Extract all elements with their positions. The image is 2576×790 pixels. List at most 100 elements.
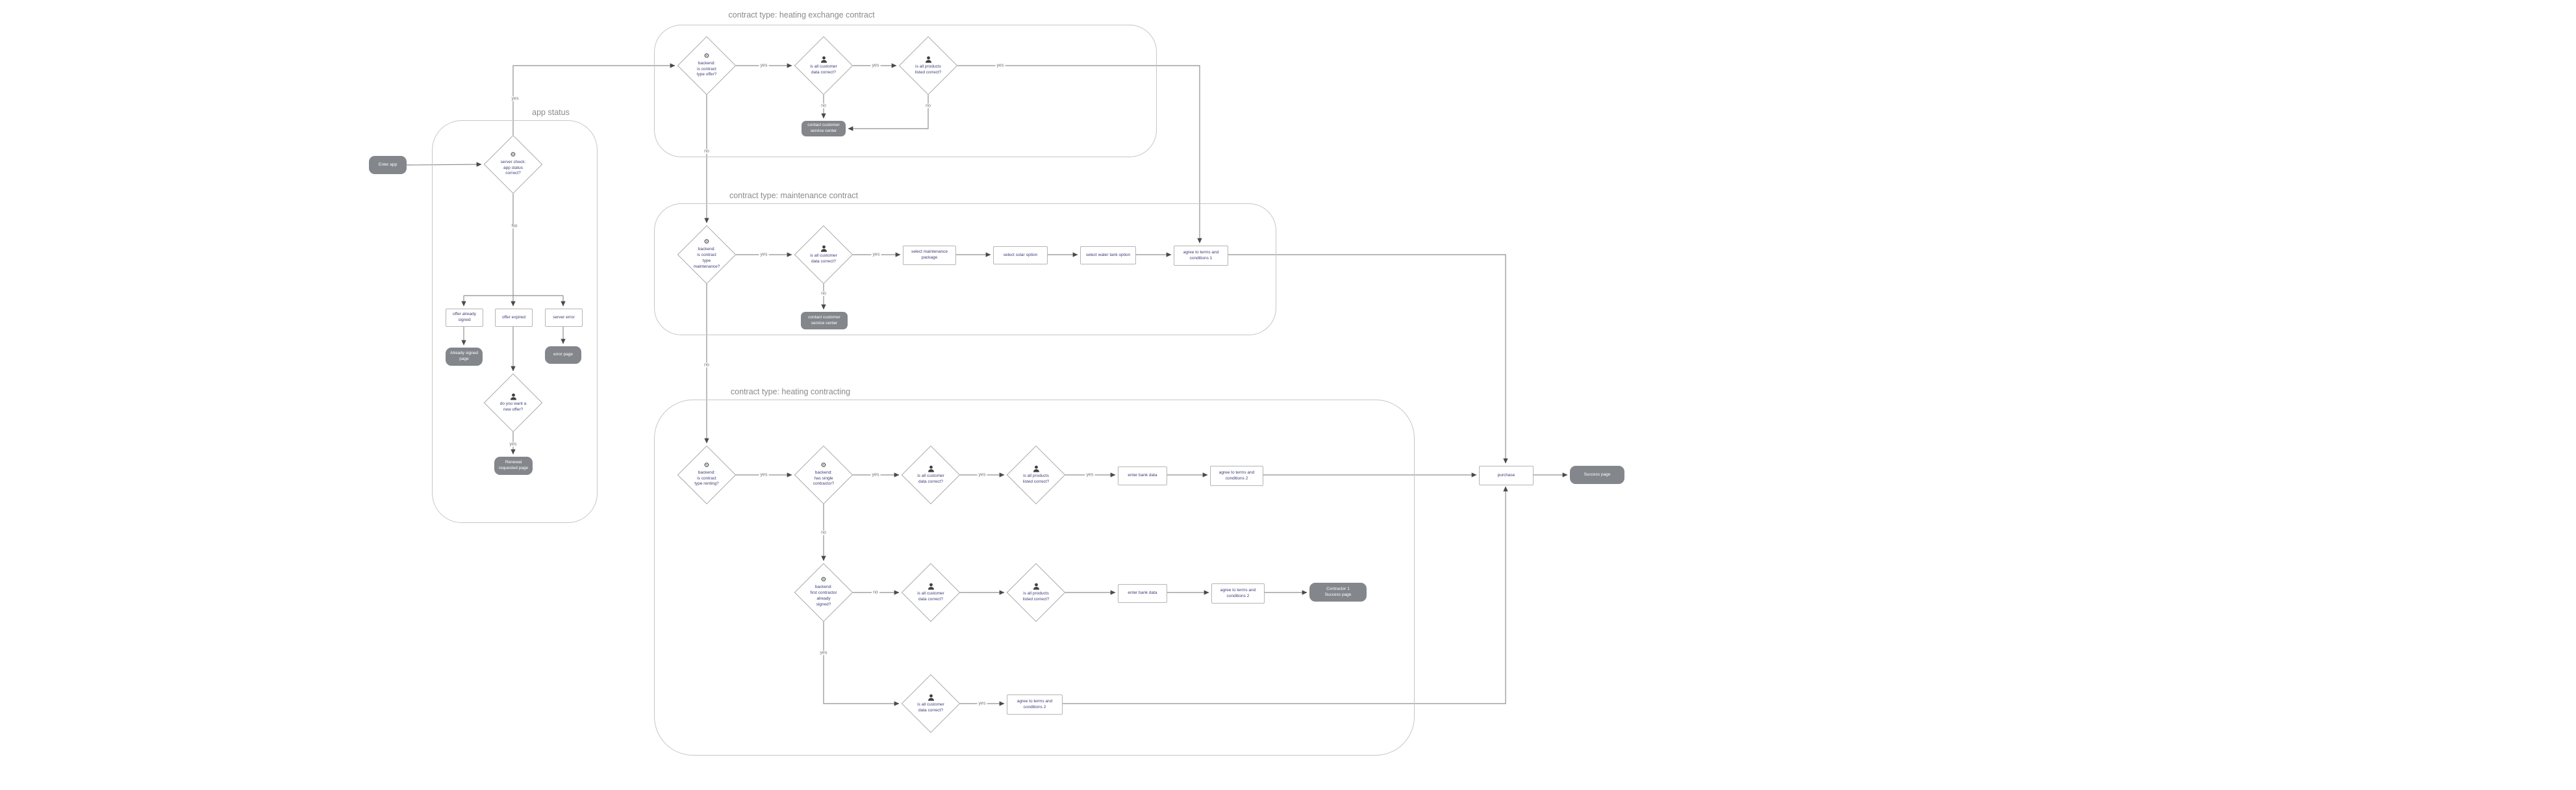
decision-mt-customer-data: is all customer data correct? bbox=[794, 225, 853, 285]
edge-label-no: No bbox=[510, 223, 519, 229]
edge-label-no: no bbox=[820, 103, 827, 108]
decision-label: do you want a new offer? bbox=[499, 401, 527, 412]
decision-he-products-listed: is all products listed correct? bbox=[898, 36, 958, 96]
group-heating-contracting bbox=[654, 400, 1415, 756]
decision-label: backend: is contract type offer? bbox=[696, 60, 717, 77]
decision-label: backend: is contract type renting? bbox=[694, 470, 719, 487]
process-select-maintenance-package: select maintenance package bbox=[903, 246, 956, 265]
edge-label-yes: yes bbox=[759, 252, 769, 257]
edge-label-yes: yes bbox=[818, 650, 829, 656]
edge bbox=[957, 65, 1202, 244]
terminal-label: contact customer service center bbox=[807, 123, 840, 133]
edge-label-yes: yes bbox=[510, 96, 520, 101]
process-label: agree to terms and conditions 2 bbox=[1017, 698, 1053, 709]
decision-ct-products-2: is all products listed correct? bbox=[1006, 563, 1066, 622]
edge-label-yes: yes bbox=[508, 442, 518, 447]
person-icon bbox=[820, 56, 827, 63]
decision-ct-customer-data-2: is all customer data correct? bbox=[901, 563, 961, 622]
terminal-label: contact customer service center bbox=[808, 314, 840, 325]
person-icon bbox=[820, 245, 827, 252]
decision-label: is all customer data correct? bbox=[917, 702, 944, 713]
decision-label: server check: app status correct? bbox=[500, 159, 526, 176]
decision-label: is all customer data correct? bbox=[810, 64, 837, 75]
process-label: agree to terms and conditions 2 bbox=[1220, 587, 1256, 598]
terminal-mt-contact-service-center: contact customer service center bbox=[801, 312, 848, 329]
edge bbox=[512, 63, 676, 135]
decision-mt-contract-type-maintenance: ⚙ backend: is contract type maintenance? bbox=[677, 225, 737, 285]
process-label: enter bank data bbox=[1128, 591, 1157, 596]
decision-ct-single-contractor: ⚙ backend: has single contractor? bbox=[794, 445, 853, 505]
group-app-status bbox=[432, 120, 598, 523]
edge-label-yes: yes bbox=[759, 63, 769, 68]
terminal-renewal-requested-page: Renewal requested page bbox=[494, 457, 533, 475]
process-label: agree to terms and conditions 1 bbox=[1183, 249, 1219, 261]
decision-ct-first-contractor-signed: ⚙ backend: first contractor already sign… bbox=[794, 563, 853, 622]
decision-label: is all products listed correct? bbox=[915, 64, 942, 75]
process-label: purchase bbox=[1497, 472, 1515, 478]
edge-label-yes: yes bbox=[871, 252, 881, 257]
terminal-label: error page bbox=[553, 352, 573, 357]
edge-label-no: no bbox=[820, 530, 827, 535]
edge-label-yes: yes bbox=[977, 472, 987, 478]
decision-label: backend: is contract type maintenance? bbox=[693, 247, 720, 269]
edge-label-yes: yes bbox=[870, 63, 881, 68]
decision-label: is all products listed correct? bbox=[1022, 591, 1050, 602]
edge-label-yes: yes bbox=[977, 701, 987, 706]
edge-label-no: no bbox=[872, 590, 879, 595]
group-title-heating-exchange: contract type: heating exchange contract bbox=[728, 10, 875, 19]
decision-want-new-offer: do you want a new offer? bbox=[483, 373, 543, 433]
edge-label-no: no bbox=[703, 363, 711, 368]
decision-label: backend: first contractor already signed… bbox=[810, 585, 837, 607]
group-maintenance bbox=[654, 203, 1276, 335]
process-offer-expired: offer expired bbox=[495, 309, 533, 327]
process-select-water-tank-option: select water tank option bbox=[1080, 246, 1136, 264]
terminal-label: Renewal requested page bbox=[498, 460, 529, 470]
gear-icon: ⚙ bbox=[703, 238, 710, 246]
person-icon bbox=[510, 393, 517, 400]
gear-icon: ⚙ bbox=[510, 151, 516, 159]
process-enter-bank-data-2: enter bank data bbox=[1118, 584, 1167, 603]
edge-label-yes: yes bbox=[759, 472, 769, 478]
terminal-already-signed-page: Already signed page bbox=[446, 348, 483, 366]
group-title-heating-contracting: contract type: heating contracting bbox=[730, 387, 851, 396]
edge bbox=[1227, 254, 1508, 464]
group-title-maintenance: contract type: maintenance contract bbox=[729, 191, 859, 200]
gear-icon: ⚙ bbox=[703, 52, 710, 60]
process-select-solar-option: select solar option bbox=[993, 246, 1048, 264]
terminal-label: Contractor 1 Success page bbox=[1324, 586, 1352, 597]
decision-label: is all customer data correct? bbox=[917, 591, 944, 602]
process-label: offer expired bbox=[501, 314, 525, 320]
person-icon bbox=[1033, 465, 1040, 472]
process-offer-already-signed: offer already signed bbox=[446, 309, 483, 327]
decision-ct-contract-type-renting: ⚙ backend: is contract type renting? bbox=[677, 445, 737, 505]
terminal-success-page: Success page bbox=[1570, 466, 1624, 484]
decision-ct-customer-data-3: is all customer data correct? bbox=[901, 674, 961, 733]
decision-label: is all customer data correct? bbox=[810, 253, 837, 264]
decision-he-customer-data: is all customer data correct? bbox=[794, 36, 853, 96]
decision-ct-products-1: is all products listed correct? bbox=[1006, 445, 1066, 505]
process-agree-terms-4: agree to terms and conditions 2 bbox=[1007, 694, 1063, 715]
edge-label-yes: yes bbox=[870, 472, 881, 478]
group-title-app-status: app status bbox=[532, 108, 570, 117]
decision-server-check: ⚙ server check: app status correct? bbox=[483, 134, 543, 194]
process-agree-terms-2: agree to terms and conditions 2 bbox=[1210, 466, 1263, 486]
terminal-he-contact-service-center: contact customer service center bbox=[802, 121, 846, 136]
terminal-label: Already signed page bbox=[450, 351, 478, 361]
terminal-contractor1-success-page: Contractor 1 Success page bbox=[1309, 583, 1367, 602]
person-icon bbox=[925, 56, 932, 63]
process-label: select water tank option bbox=[1085, 252, 1131, 257]
edge-label-yes: yes bbox=[1085, 472, 1095, 478]
process-label: select maintenance package bbox=[911, 249, 948, 260]
process-enter-bank-data-1: enter bank data bbox=[1118, 466, 1167, 485]
process-label: enter bank data bbox=[1128, 473, 1157, 478]
person-icon bbox=[928, 694, 935, 701]
gear-icon: ⚙ bbox=[703, 461, 710, 469]
decision-ct-customer-data-1: is all customer data correct? bbox=[901, 445, 961, 505]
gear-icon: ⚙ bbox=[820, 461, 827, 469]
person-icon bbox=[1033, 583, 1040, 590]
gear-icon: ⚙ bbox=[820, 576, 827, 584]
person-icon bbox=[928, 583, 935, 590]
decision-label: is all customer data correct? bbox=[917, 473, 944, 484]
edge bbox=[823, 622, 900, 706]
